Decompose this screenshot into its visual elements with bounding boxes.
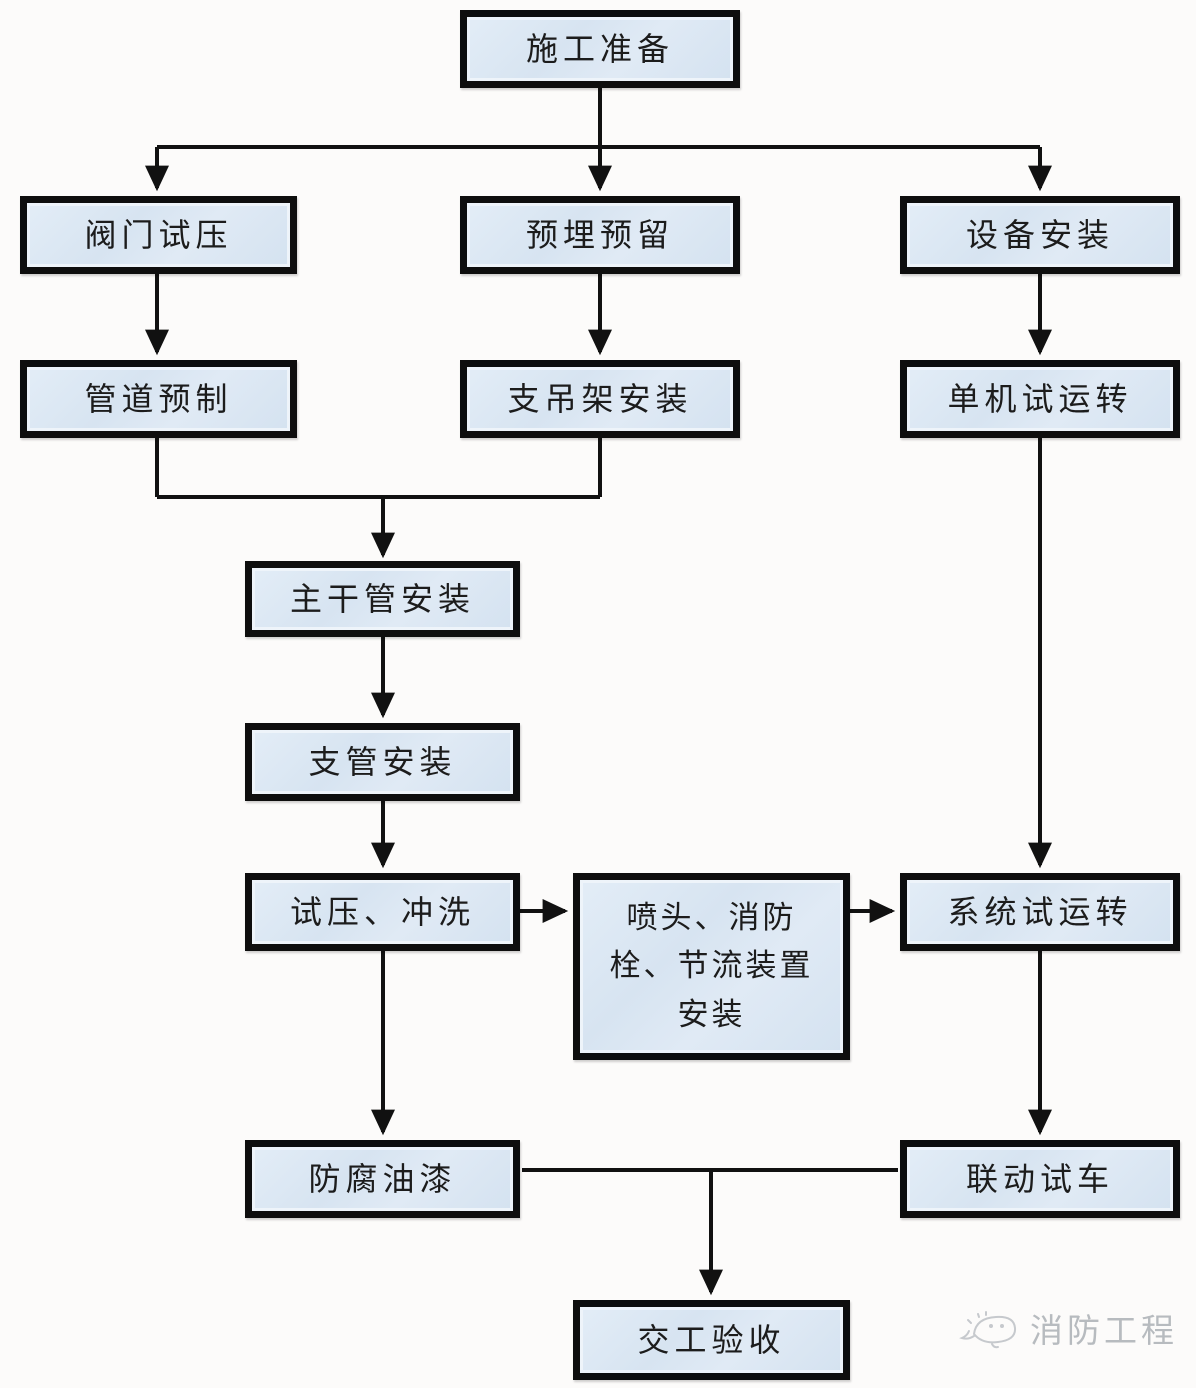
node-pressure-test-flush: 试压、冲洗: [245, 873, 520, 951]
node-valve-pressure-test: 阀门试压: [20, 196, 297, 274]
node-embedded-reserved: 预埋预留: [460, 196, 740, 274]
node-label: 系统试运转: [947, 894, 1133, 930]
node-sprinkler-hydrant-install: 喷头、消防栓、节流装置安装: [573, 873, 850, 1060]
node-single-machine-test: 单机试运转: [900, 360, 1180, 438]
node-linkage-trial-run: 联动试车: [900, 1140, 1180, 1218]
node-label: 支吊架安装: [507, 381, 693, 417]
node-label: 主干管安装: [289, 581, 475, 617]
node-hanger-install: 支吊架安装: [460, 360, 740, 438]
watermark: 消防工程: [958, 1302, 1178, 1354]
whale-logo-icon: [959, 1311, 1017, 1349]
node-construction-preparation: 施工准备: [460, 10, 740, 88]
node-equipment-install: 设备安装: [900, 196, 1180, 274]
node-label: 喷头、消防栓、节流装置安装: [609, 900, 814, 1032]
node-label: 预埋预留: [525, 217, 674, 253]
node-label: 支管安装: [308, 744, 457, 780]
node-anticorrosion-paint: 防腐油漆: [245, 1140, 520, 1218]
node-handover-acceptance: 交工验收: [573, 1300, 850, 1380]
node-label: 联动试车: [965, 1161, 1114, 1197]
node-label: 试压、冲洗: [289, 894, 475, 930]
node-system-test-run: 系统试运转: [900, 873, 1180, 951]
node-label: 交工验收: [637, 1322, 786, 1358]
node-label: 阀门试压: [84, 217, 233, 253]
watermark-text: 消防工程: [1030, 1312, 1178, 1349]
node-main-pipe-install: 主干管安装: [245, 561, 520, 637]
node-label: 管道预制: [84, 381, 233, 417]
node-label: 单机试运转: [947, 381, 1133, 417]
node-branch-pipe-install: 支管安装: [245, 723, 520, 801]
node-label: 施工准备: [525, 31, 674, 67]
node-label: 设备安装: [965, 217, 1114, 253]
node-label: 防腐油漆: [308, 1161, 457, 1197]
node-pipe-prefabrication: 管道预制: [20, 360, 297, 438]
